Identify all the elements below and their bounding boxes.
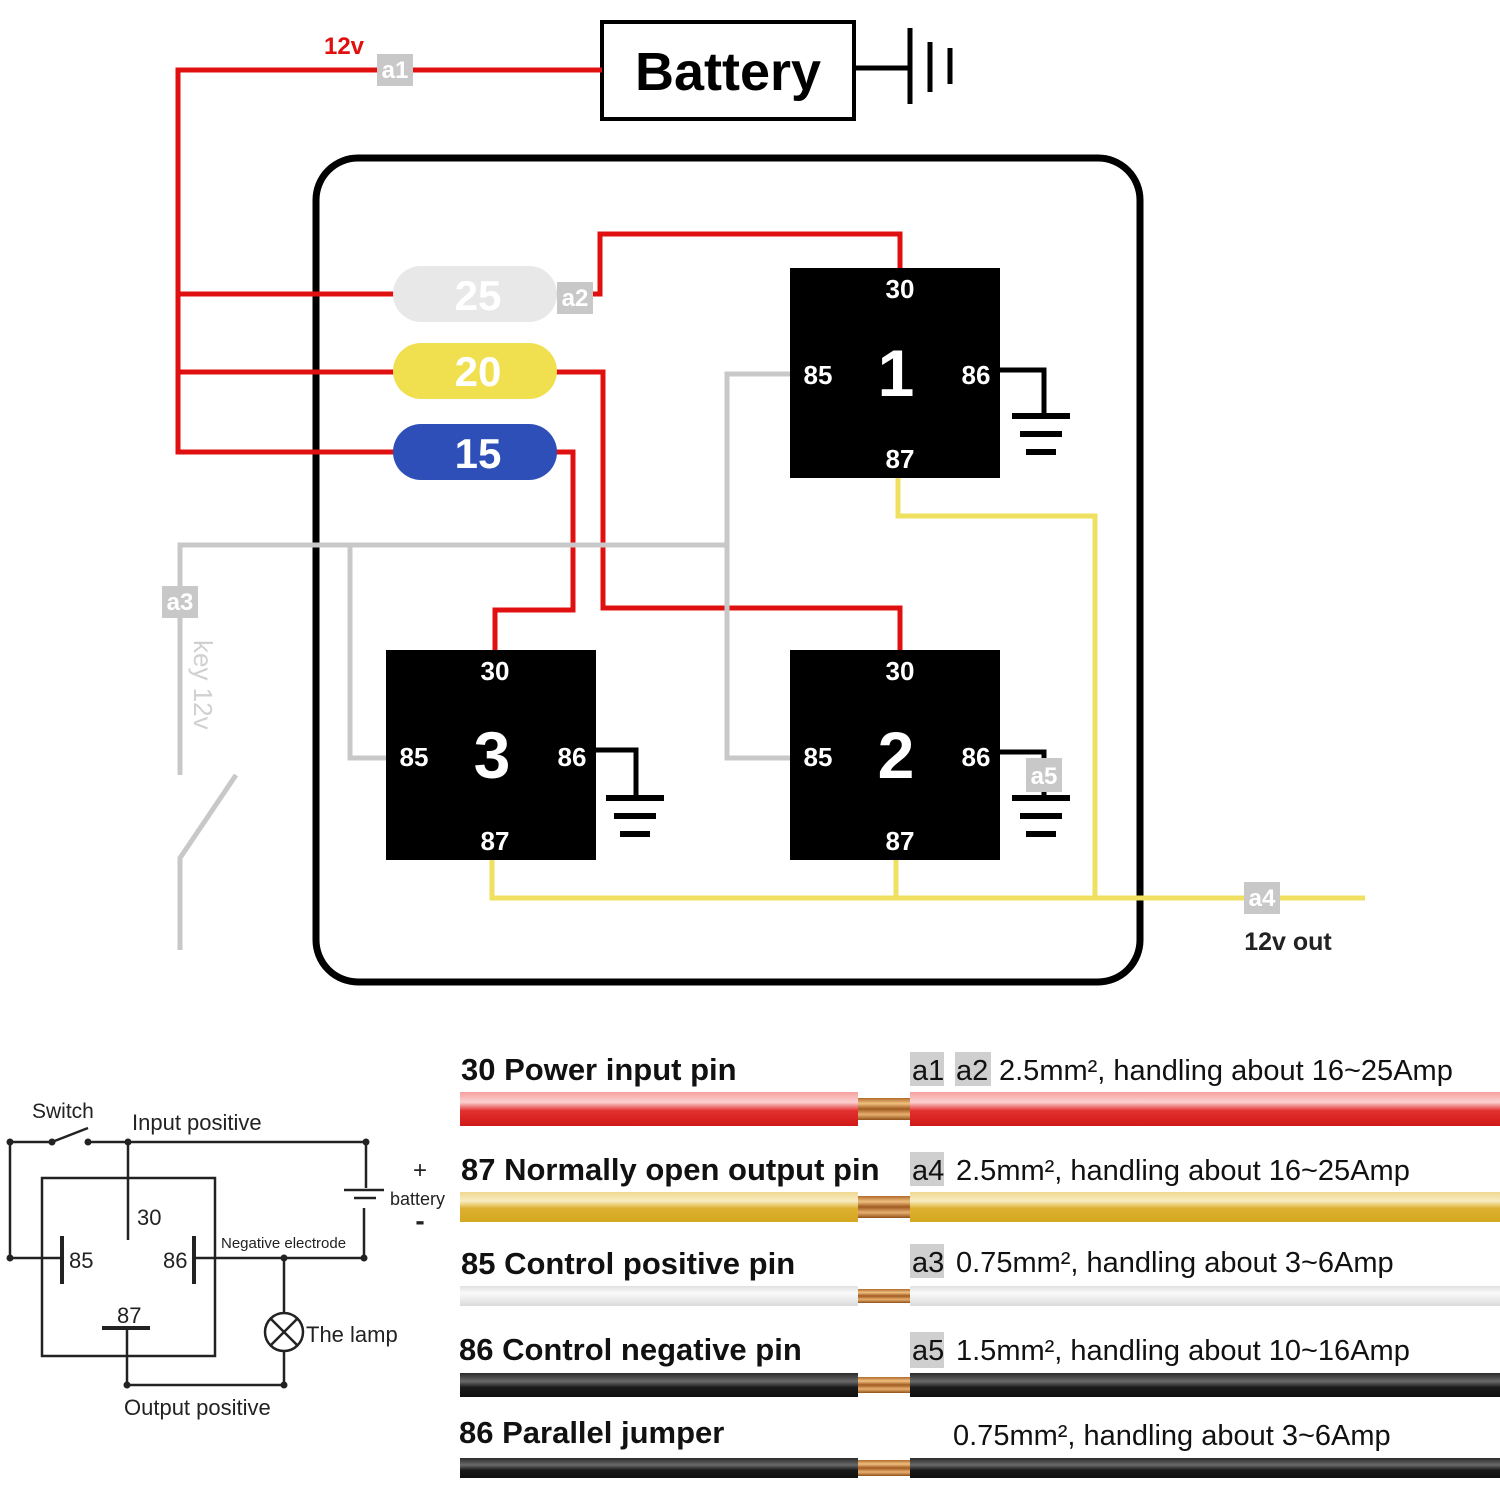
battery-ground-symbol: [854, 28, 953, 104]
wire-insulation: [460, 1373, 858, 1397]
wire-tag-a1: a1: [377, 54, 413, 86]
negative-electrode-label: Negative electrode: [221, 1235, 346, 1252]
schematic-nodes: [6, 1138, 370, 1389]
pin-30-label: 30: [137, 1205, 161, 1230]
wire-tag: a2: [956, 1055, 988, 1087]
copper-core: [858, 1289, 910, 1303]
relay-pin-85: 85: [400, 742, 429, 772]
relay-pin-87: 87: [481, 826, 510, 856]
ground-wires: [594, 367, 1070, 837]
relay-schematic: [8, 1126, 384, 1387]
wire-insulation: [910, 1286, 1500, 1306]
copper-core: [858, 1196, 910, 1218]
fuse-20: 20: [393, 343, 557, 399]
wire-tag-a5: a5: [1026, 758, 1062, 792]
relay-pin-30: 30: [481, 656, 510, 686]
wire-legend-row-yellow: 87 Normally open output pin a4 2.5mm², h…: [460, 1152, 1500, 1222]
wire-insulation: [910, 1373, 1500, 1397]
wire-title: 85 Control positive pin: [461, 1246, 795, 1281]
wire-insulation: [460, 1192, 858, 1222]
relay-pin-86: 86: [962, 360, 991, 390]
relay-pin-86: 86: [962, 742, 991, 772]
svg-text:a1: a1: [382, 57, 409, 84]
fuse-25: 25: [393, 266, 557, 322]
relay-2: 30 85 86 87 2: [790, 650, 1000, 860]
relay-pin-87: 87: [886, 826, 915, 856]
wire-tag-a2: a2: [557, 282, 593, 314]
copper-core: [858, 1377, 910, 1393]
wire-tag: a1: [912, 1055, 944, 1087]
wire-legend-row-white: 85 Control positive pin a3 0.75mm², hand…: [460, 1244, 1500, 1306]
relay-pin-30: 30: [886, 274, 915, 304]
key-label: key 12v: [188, 640, 218, 730]
wire-insulation: [910, 1092, 1500, 1126]
wire-insulation: [460, 1286, 858, 1306]
wire-spec: 0.75mm², handling about 3~6Amp: [956, 1247, 1394, 1279]
wire-tag: a4: [912, 1155, 944, 1187]
relay-number: 2: [878, 718, 915, 792]
relay-pin-86: 86: [558, 742, 587, 772]
wire-tag: a5: [912, 1335, 944, 1367]
svg-text:a2: a2: [562, 285, 589, 312]
wire-tag-a4: a4: [1244, 882, 1280, 914]
lamp-label: The lamp: [306, 1322, 398, 1347]
svg-text:a3: a3: [167, 589, 194, 616]
wire-title: 86 Control negative pin: [459, 1332, 802, 1367]
fuse-value: 25: [455, 272, 502, 319]
wire-title: 86 Parallel jumper: [459, 1415, 724, 1450]
output-label: 12v out: [1244, 928, 1332, 956]
pin-85-label: 85: [69, 1248, 93, 1273]
wire-title: 87 Normally open output pin: [461, 1152, 880, 1187]
relay-number: 1: [878, 336, 915, 410]
fuse-value: 15: [455, 430, 502, 477]
copper-core: [858, 1098, 910, 1120]
wire-spec: 2.5mm², handling about 16~25Amp: [999, 1055, 1453, 1087]
supply-label: 12v: [324, 33, 365, 60]
battery-schematic-label: battery: [390, 1189, 445, 1209]
svg-text:a5: a5: [1031, 763, 1058, 790]
wire-tag: a3: [912, 1247, 944, 1279]
input-positive-label: Input positive: [132, 1110, 262, 1135]
wire-legend-row-red: 30 Power input pin a1 a2 2.5mm², handlin…: [460, 1052, 1500, 1126]
wire-tag-a3: a3: [162, 586, 198, 618]
relay-1: 30 85 86 87 1: [790, 268, 1000, 478]
fuse-relay-box: [312, 154, 1144, 986]
pin-86-label: 86: [163, 1248, 187, 1273]
wire-insulation: [460, 1092, 858, 1126]
wire-spec: 1.5mm², handling about 10~16Amp: [956, 1335, 1410, 1367]
wire-title: 30 Power input pin: [461, 1052, 737, 1087]
wire-legend-row-black: 86 Control negative pin a5 1.5mm², handl…: [459, 1332, 1500, 1397]
wire-insulation: [460, 1458, 858, 1478]
yellow-wires: [489, 478, 1365, 901]
output-positive-label: Output positive: [124, 1395, 271, 1420]
relay-pin-30: 30: [886, 656, 915, 686]
switch-label: Switch: [32, 1100, 94, 1123]
relay-pin-85: 85: [804, 360, 833, 390]
battery-label: Battery: [635, 42, 821, 102]
gray-wires: [177, 371, 792, 950]
svg-text:a4: a4: [1249, 885, 1276, 912]
copper-core: [858, 1460, 910, 1476]
wire-spec: 2.5mm², handling about 16~25Amp: [956, 1155, 1410, 1187]
wire-spec: 0.75mm², handling about 3~6Amp: [953, 1420, 1391, 1452]
relay-number: 3: [474, 718, 511, 792]
fuse-value: 20: [455, 348, 502, 395]
relay-pin-85: 85: [804, 742, 833, 772]
fuse-15: 15: [393, 424, 557, 480]
relay-pin-87: 87: [886, 444, 915, 474]
wire-insulation: [910, 1192, 1500, 1222]
wire-insulation: [910, 1458, 1500, 1478]
battery-plus: +: [413, 1157, 427, 1184]
pin-87-label: 87: [117, 1303, 141, 1328]
relay-3: 30 85 86 87 3: [386, 650, 596, 860]
battery-minus: -: [415, 1205, 424, 1236]
wire-legend-row-jumper: 86 Parallel jumper 0.75mm², handling abo…: [459, 1415, 1500, 1478]
